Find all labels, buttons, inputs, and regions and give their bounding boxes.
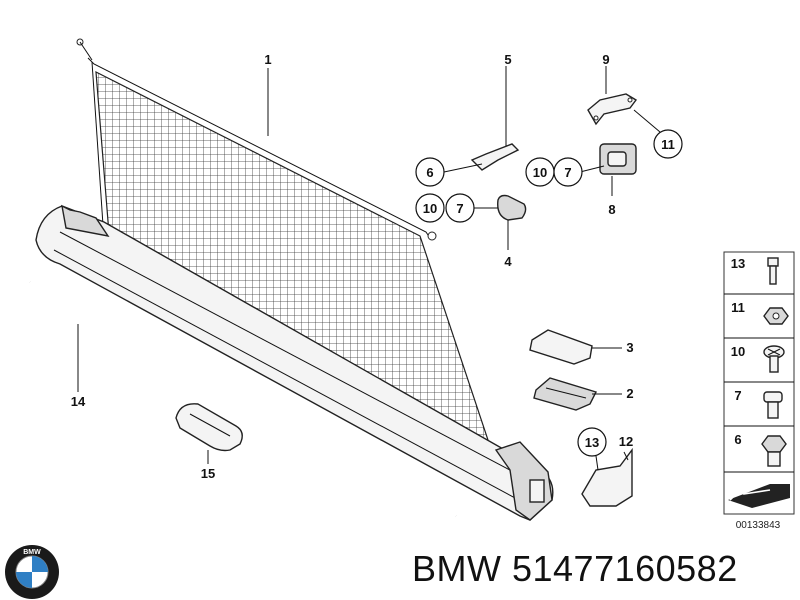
callout-6: 6 [426,165,433,180]
diagram-code: 00133843 [736,520,781,531]
rod-part-14 [28,280,458,518]
callout-5: 5 [504,52,511,67]
callout-7-upper: 7 [564,165,571,180]
callout-2: 2 [626,386,633,401]
callout-15: 15 [201,466,215,481]
callout-3: 3 [626,340,633,355]
cargo-net [76,38,492,448]
fastener-legend: 13 11 10 7 6 00133843 [723,251,795,531]
callout-11: 11 [661,137,675,152]
part-12-bracket [581,447,633,507]
bolt-icon [763,391,783,419]
bracket-part-9 [587,93,638,126]
callout-7-lower: 7 [456,201,463,216]
bmw-logo-icon: BMW [5,545,59,599]
callout-10-upper: 10 [533,165,547,180]
roller-housing [35,204,554,521]
holder-part-4 [497,194,527,221]
leader-lines [77,66,661,471]
legend-item-13: 13 [731,256,745,271]
callout-10-lower: 10 [423,201,437,216]
screw-icon [767,257,779,285]
callout-9: 9 [602,52,609,67]
legend-item-10: 10 [731,344,745,359]
logo-letters: BMW [23,549,41,556]
clip-part-8 [599,143,637,175]
callout-13: 13 [585,435,599,450]
callout-4: 4 [504,254,512,269]
callout-12: 12 [619,434,633,449]
legend-item-7: 7 [734,388,741,403]
bracket-part-5 [470,143,520,171]
callout-14: 14 [71,394,86,409]
callout-8: 8 [608,202,615,217]
callout-1: 1 [264,52,271,67]
nut-icon [763,307,789,325]
hex-bolt-icon [761,435,787,467]
part-2-mount [533,377,597,411]
legend-item-6: 6 [734,432,741,447]
part-3-cover [529,329,593,365]
part-number-title: BMW 51477160582 [412,548,738,589]
orientation-arrow-icon [728,484,790,508]
net-rod-tip-right [427,231,437,241]
callouts: 1 5 9 6 11 10 7 8 10 7 4 3 2 13 12 14 15 [71,52,683,481]
handle-part-15 [175,403,243,452]
legend-item-11: 11 [731,300,745,315]
cross-screw-icon [763,345,785,373]
